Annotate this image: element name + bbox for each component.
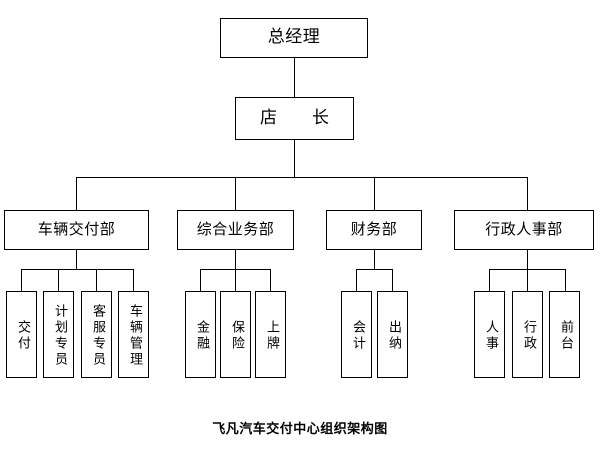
- node-role-label: 客服专员: [89, 303, 105, 368]
- node-role-customer-service-specialist[interactable]: 客服专员: [81, 291, 112, 378]
- group1-drop-3: [96, 269, 97, 291]
- node-department-label: 行政人事部: [485, 220, 563, 239]
- dept-drop-3: [374, 177, 375, 210]
- diagram-caption: 飞凡汽车交付中心组织架构图: [212, 422, 388, 437]
- node-role-hr[interactable]: 人事: [474, 291, 505, 378]
- group2-drop-1: [200, 269, 201, 291]
- node-role-label: 计划专员: [51, 303, 67, 368]
- node-role-label: 车辆管理: [126, 303, 142, 368]
- group1-stem: [76, 250, 77, 269]
- node-department-finance[interactable]: 财务部: [326, 210, 422, 250]
- group4-stem: [527, 250, 528, 269]
- connector-gm-to-store: [294, 58, 295, 97]
- node-role-cashier[interactable]: 出纳: [377, 291, 408, 378]
- dept-drop-1: [76, 177, 77, 210]
- node-role-label: 金融: [193, 319, 209, 352]
- node-store-manager-label: 店 长: [260, 107, 338, 128]
- node-general-manager[interactable]: 总经理: [220, 18, 368, 58]
- node-department-label: 综合业务部: [196, 220, 275, 239]
- node-department-general-business[interactable]: 综合业务部: [177, 210, 294, 250]
- node-role-label: 保险: [228, 319, 244, 352]
- group2-stem: [235, 250, 236, 269]
- node-role-license-plate[interactable]: 上牌: [255, 291, 286, 378]
- group3-drop-2: [392, 269, 393, 291]
- node-role-label: 前台: [557, 319, 573, 352]
- group4-drop-2: [527, 269, 528, 291]
- node-department-vehicle-delivery[interactable]: 车辆交付部: [4, 210, 149, 250]
- node-role-accountant[interactable]: 会计: [341, 291, 372, 378]
- group2-drop-3: [270, 269, 271, 291]
- group1-bus-bar: [21, 269, 134, 270]
- node-role-insurance[interactable]: 保险: [220, 291, 251, 378]
- node-department-label: 车辆交付部: [37, 220, 116, 239]
- node-role-front-desk[interactable]: 前台: [549, 291, 580, 378]
- dept-drop-4: [527, 177, 528, 210]
- node-role-label: 交付: [14, 319, 30, 352]
- group1-drop-2: [58, 269, 59, 291]
- group3-stem: [374, 250, 375, 269]
- node-role-vehicle-management[interactable]: 车辆管理: [118, 291, 149, 378]
- node-store-manager[interactable]: 店 长: [235, 97, 354, 140]
- node-department-admin-hr[interactable]: 行政人事部: [454, 210, 594, 250]
- node-role-label: 会计: [349, 319, 365, 352]
- node-role-administration[interactable]: 行政: [512, 291, 543, 378]
- group1-drop-4: [133, 269, 134, 291]
- group1-drop-1: [21, 269, 22, 291]
- group2-drop-2: [235, 269, 236, 291]
- node-role-finance-loan[interactable]: 金融: [185, 291, 216, 378]
- group4-drop-1: [489, 269, 490, 291]
- node-role-planning-specialist[interactable]: 计划专员: [43, 291, 74, 378]
- dept-bus-bar: [76, 177, 528, 178]
- node-role-label: 行政: [520, 319, 536, 352]
- group3-bus-bar: [356, 269, 393, 270]
- node-general-manager-label: 总经理: [267, 27, 321, 48]
- group3-drop-1: [356, 269, 357, 291]
- node-role-delivery[interactable]: 交付: [6, 291, 37, 378]
- group4-drop-3: [565, 269, 566, 291]
- node-department-label: 财务部: [350, 220, 398, 239]
- node-role-label: 出纳: [385, 319, 401, 352]
- dept-drop-2: [235, 177, 236, 210]
- node-role-label: 人事: [482, 319, 498, 352]
- connector-store-to-bus: [294, 140, 295, 177]
- node-role-label: 上牌: [263, 319, 279, 352]
